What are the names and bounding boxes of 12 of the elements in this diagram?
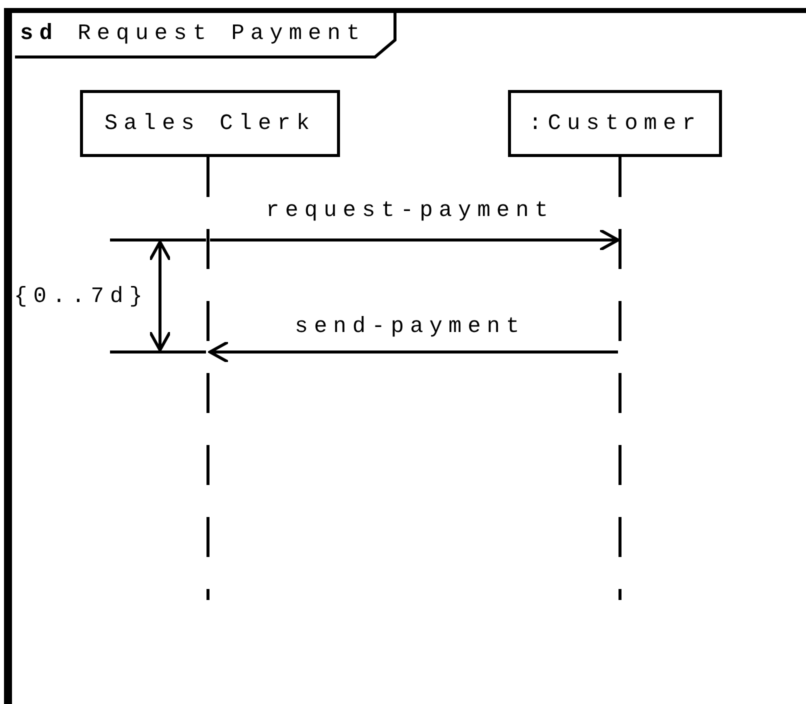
lifeline (618, 157, 622, 600)
edge-label: send-payment (294, 316, 526, 338)
lifeline (206, 157, 210, 600)
message-arrow (208, 340, 618, 364)
frame-title: sd Request Payment (20, 23, 366, 45)
frame (4, 8, 806, 704)
edge-label: request-payment (266, 200, 554, 222)
message-arrow (210, 228, 620, 252)
lifeline-head-box (80, 90, 340, 157)
lifeline-head-box (508, 90, 722, 157)
participant-name: :Customer (528, 112, 702, 134)
participant-name: Sales Clerk (104, 112, 316, 134)
